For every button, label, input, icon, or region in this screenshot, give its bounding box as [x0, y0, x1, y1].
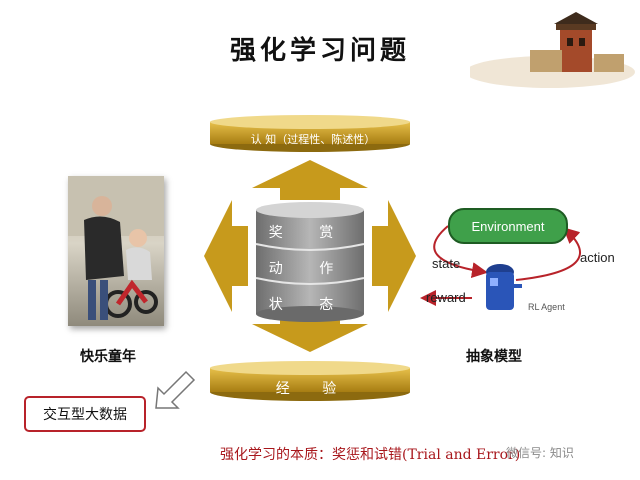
experience-cylinder [210, 361, 410, 401]
rl-essence-text: 强化学习的本质：奖惩和试错(Trial and Error) [220, 447, 521, 463]
rl-agent-label: RL Agent [528, 302, 565, 312]
action-label: 动 作 [268, 261, 350, 277]
four-way-arrows [204, 160, 416, 352]
central-diagram [204, 115, 416, 401]
tower-image [470, 12, 635, 88]
cognition-label: 认 知（过程性、陈述性） [250, 133, 376, 146]
child-bike-figure [68, 176, 164, 320]
environment-box: Environment [448, 208, 568, 244]
child-bike-photo [68, 176, 164, 326]
state-label: 状 态 [268, 297, 350, 313]
pointer-arrow [155, 370, 196, 409]
rl-loop-arrows [420, 225, 581, 310]
reward-label: 奖 赏 [268, 225, 350, 241]
rl-agent-icon [486, 264, 522, 310]
state-text: state [432, 256, 461, 271]
reward-text: reward [426, 290, 466, 305]
action-text: action [580, 250, 615, 265]
core-stack [255, 202, 365, 322]
experience-label: 经 验 [275, 381, 351, 397]
watermark-text: 微信号: 知识 [506, 446, 574, 460]
interactive-bigdata-box: 交互型大数据 [24, 396, 146, 432]
slide-title: 强化学习问题 [229, 36, 410, 66]
child-caption: 快乐童年 [80, 349, 136, 365]
cognition-cylinder [210, 115, 410, 152]
model-caption: 抽象模型 [466, 349, 522, 365]
